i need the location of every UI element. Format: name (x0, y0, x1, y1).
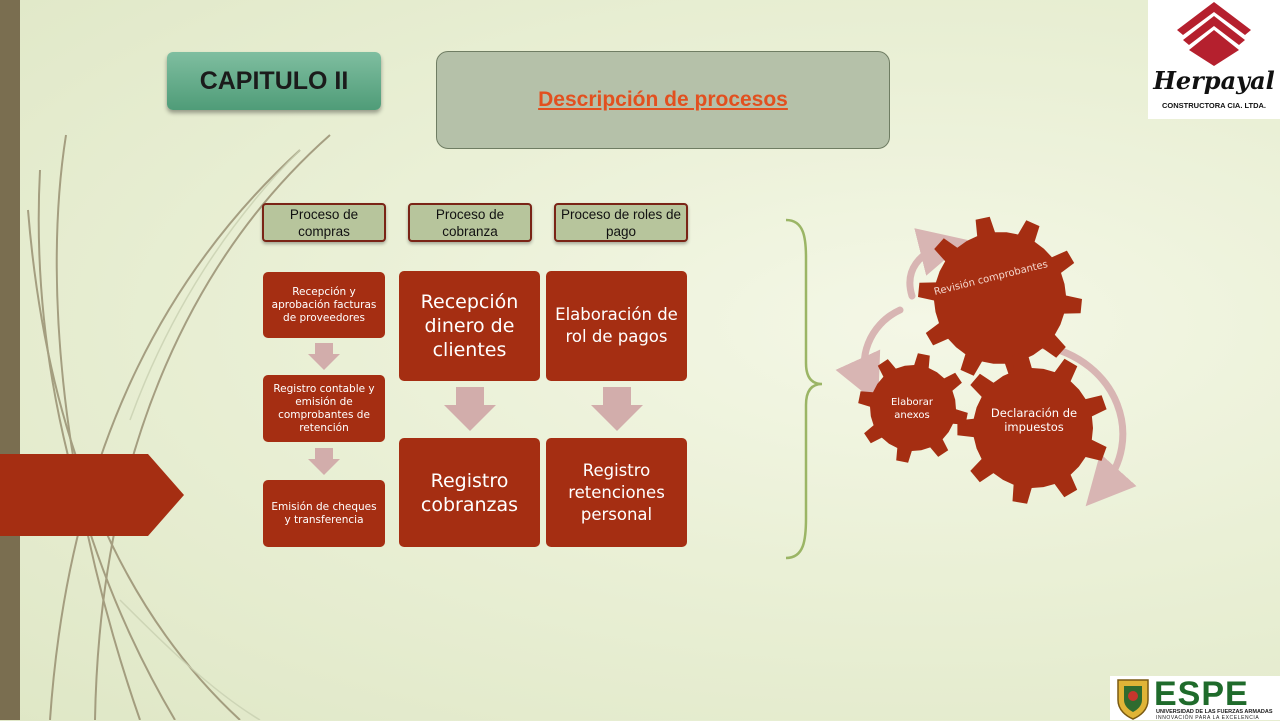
espe-name: ESPE (1154, 675, 1249, 713)
gear-anexos (858, 353, 968, 463)
cycle-arrow-right (1036, 341, 1137, 507)
process-header-roles: Proceso de roles de pago (554, 203, 688, 242)
gear-declaracion (957, 352, 1107, 504)
herpayal-house-icon (1177, 2, 1251, 66)
step-recepcion-facturas: Recepción y aprobación facturas de prove… (263, 272, 385, 338)
gear-label-anexos: Elaborar anexos (890, 397, 934, 421)
herpayal-name: Herpayal (1153, 66, 1275, 95)
step-registro-contable: Registro contable y emisión de comproban… (263, 375, 385, 442)
step-emision-cheques: Emisión de cheques y transferencia (263, 480, 385, 547)
down-arrow-icon (308, 343, 340, 370)
process-header-compras: Proceso de compras (262, 203, 386, 242)
curly-brace (785, 218, 823, 560)
down-arrow-icon (308, 448, 340, 475)
step-registro-retenciones: Registro retenciones personal (546, 438, 687, 547)
espe-motto: INNOVACIÓN PARA LA EXCELENCIA (1156, 715, 1260, 721)
step-recepcion-dinero: Recepción dinero de clientes (399, 271, 540, 381)
espe-shield-icon (1117, 679, 1149, 720)
gear-label-declaracion: Declaración de impuestos (990, 406, 1078, 434)
chapter-label: CAPITULO II (167, 52, 381, 110)
herpayal-logo: Herpayal CONSTRUCTORA CIA. LTDA. (1148, 0, 1280, 119)
down-arrow-icon (591, 387, 643, 431)
step-registro-cobranzas: Registro cobranzas (399, 438, 540, 547)
section-title: Descripción de procesos (538, 88, 788, 111)
cycle-arrow-left (835, 306, 904, 405)
process-header-cobranza: Proceso de cobranza (408, 203, 532, 242)
left-accent-band (0, 0, 20, 720)
gear-cycle-diagram (835, 216, 1137, 507)
espe-logo: ESPE UNIVERSIDAD DE LAS FUERZAS ARMADAS … (1110, 675, 1280, 721)
espe-subtitle: UNIVERSIDAD DE LAS FUERZAS ARMADAS (1156, 709, 1273, 715)
step-elaboracion-rol: Elaboración de rol de pagos (546, 271, 687, 381)
down-arrow-icon (444, 387, 496, 431)
herpayal-subtitle: CONSTRUCTORA CIA. LTDA. (1161, 101, 1267, 110)
gear-revision (918, 216, 1082, 380)
section-title-box: Descripción de procesos (436, 51, 890, 149)
decorative-red-arrow (0, 454, 184, 536)
